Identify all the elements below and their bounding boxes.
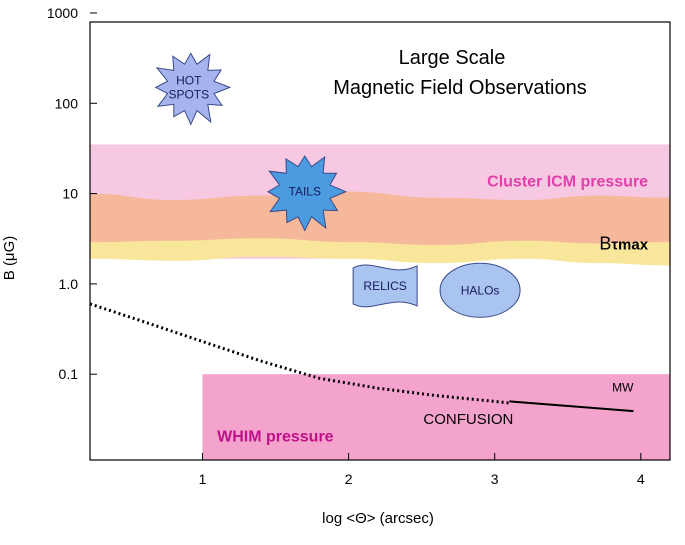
shape-tails-label-0: TAILS [289,185,321,199]
x-tick-label-3: 3 [491,471,499,487]
series-layer [89,302,634,413]
region-whim [202,374,670,460]
btmax-label: Bτmax [599,234,648,254]
shape-halos-label-0: HALOs [461,283,500,297]
shape-relics: RELICS [352,264,418,308]
y-axis-label: B (μG) [1,236,18,280]
y-tick-label-10: 10 [62,186,78,202]
x-tick-label-1: 1 [199,471,207,487]
band-btmax-orange [90,191,670,245]
chart-title-line2: Magnetic Field Observations [333,77,586,99]
series-mw [509,400,634,413]
shape-hot-spots-burst [154,52,232,126]
series-label-mw: MW [612,380,634,394]
shape-relics-body [352,264,418,308]
y-tick-label-100: 100 [55,95,79,111]
ticks-layer: 1 2 3 4 1000 100 10 1.0 0.1 [47,5,645,487]
btmax-label-main: B [599,234,611,254]
shape-hot-spots-label-1: SPOTS [168,87,209,101]
shape-halos: HALOs [439,262,521,318]
annotation-confusion: CONFUSION [423,411,513,428]
series-lower-limit [89,302,510,405]
y-tick-label-0.1: 0.1 [59,366,79,382]
bands-layer [90,191,670,266]
chart-title-line1: Large Scale [399,47,506,69]
shape-hot-spots-label-0: HOT [176,73,202,87]
shape-halos-body [439,262,521,318]
x-tick-label-4: 4 [637,471,645,487]
y-tick-label-1.0: 1.0 [59,276,79,292]
shape-tails: TAILS [267,155,347,232]
region-label-cluster-icm: Cluster ICM pressure [487,173,648,190]
shape-relics-label-0: RELICS [363,279,406,293]
region-label-whim: WHIM pressure [217,428,334,445]
shape-tails-burst [267,155,347,232]
y-tick-label-1000: 1000 [47,5,78,21]
x-axis-label: log <Θ> (arcsec) [322,510,434,527]
btmax-label-sub: τmax [611,237,648,254]
x-tick-label-2: 2 [345,471,353,487]
plot-frame [89,21,671,461]
